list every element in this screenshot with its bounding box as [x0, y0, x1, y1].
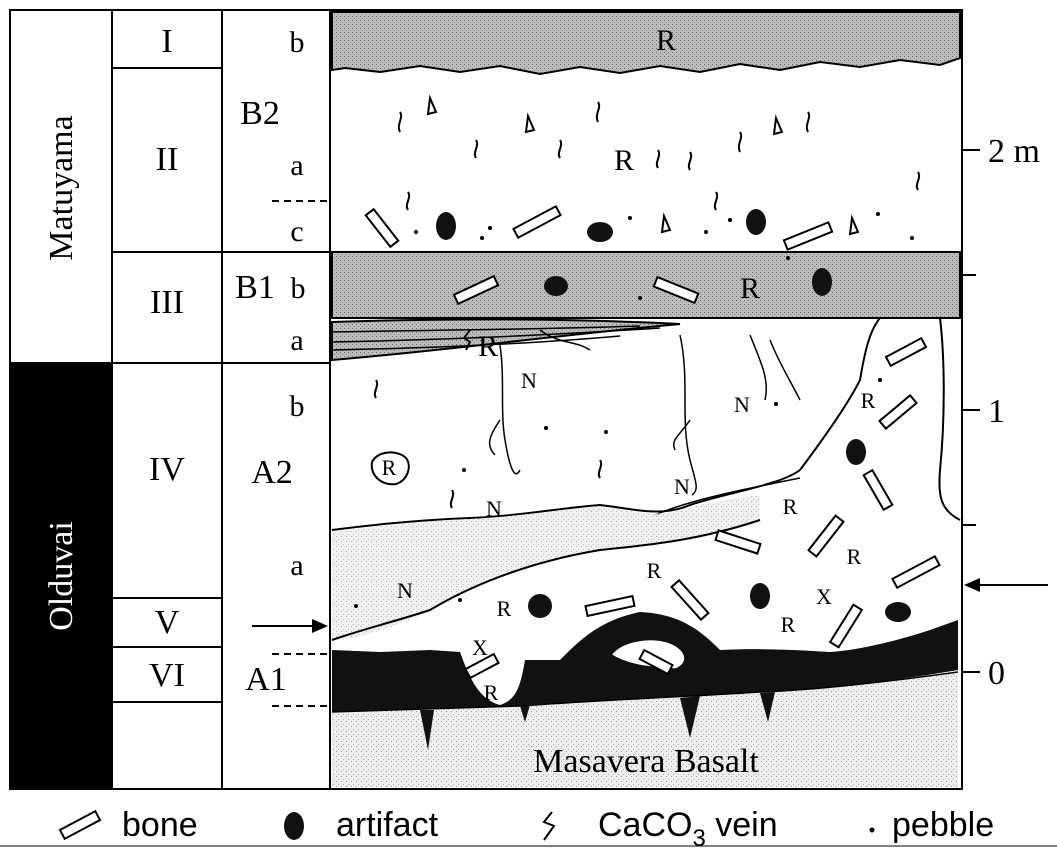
legend-vein-label: CaCO3 vein	[598, 806, 778, 848]
legend-bone-label: bone	[122, 806, 198, 844]
symbol-R-3: R	[847, 544, 862, 569]
symbol-N-3: N	[674, 474, 690, 499]
symbol-R-top: R	[656, 24, 676, 57]
legend-pebble-icon	[870, 828, 875, 833]
right-arrow	[964, 578, 1048, 592]
sub-b-A2: b	[290, 390, 305, 423]
legend-bone-icon	[60, 811, 100, 839]
legend-vein-icon	[544, 812, 554, 840]
legend-pebble-label: pebble	[892, 806, 994, 844]
symbol-R-B1: R	[740, 272, 760, 305]
symbol-N-1: N	[521, 368, 537, 393]
epoch-matuyama: Matuyama	[43, 115, 80, 260]
unit-I: I	[161, 23, 172, 60]
top-gray-layer	[332, 12, 960, 74]
unit-II: II	[156, 141, 179, 178]
symbol-R-7: R	[484, 680, 499, 705]
sub-b-B2: b	[290, 26, 305, 59]
unit-V: V	[155, 604, 180, 641]
horizon-A1: A1	[245, 661, 287, 698]
symbol-R-B1a: R	[478, 330, 498, 363]
unit-VI: VI	[149, 657, 185, 694]
basalt-label: Masavera Basalt	[533, 743, 759, 780]
symbol-R-4: R	[647, 558, 662, 583]
B1-gray-layer	[332, 252, 960, 318]
symbol-R-B2: R	[614, 144, 634, 177]
unit-IV: IV	[149, 451, 185, 488]
symbol-N-5: N	[397, 578, 413, 603]
legend-artifact-icon	[284, 812, 304, 840]
symbol-R-5: R	[497, 596, 512, 621]
scale-label-2m: 2 m	[988, 133, 1040, 170]
symbol-R-6: R	[781, 612, 796, 637]
symbol-N-4: N	[486, 496, 502, 521]
epoch-olduvai: Olduvai	[43, 521, 80, 631]
symbol-X-2: X	[472, 635, 488, 660]
scale-label-0: 0	[988, 655, 1005, 692]
symbol-R-circled: R	[382, 455, 397, 480]
horizon-B1: B1	[235, 269, 275, 306]
scale-ticks	[962, 150, 980, 672]
symbol-R-2: R	[783, 494, 798, 519]
scale-label-1: 1	[988, 393, 1005, 430]
sub-a-B2: a	[290, 149, 303, 182]
sub-b-B1: b	[291, 272, 306, 305]
horizon-B2: B2	[240, 95, 280, 132]
symbol-R-1: R	[861, 388, 876, 413]
legend: bone artifact CaCO3 vein pebble	[60, 806, 994, 848]
sub-a-B1: a	[290, 324, 303, 357]
left-arrow	[252, 619, 328, 633]
symbol-N-2: N	[734, 392, 750, 417]
unit-III: III	[150, 284, 184, 321]
symbol-X-1: X	[816, 584, 832, 609]
horizon-A2: A2	[251, 454, 293, 491]
sub-c: c	[290, 215, 303, 248]
sub-a-A2: a	[290, 549, 303, 582]
legend-artifact-label: artifact	[336, 806, 439, 844]
